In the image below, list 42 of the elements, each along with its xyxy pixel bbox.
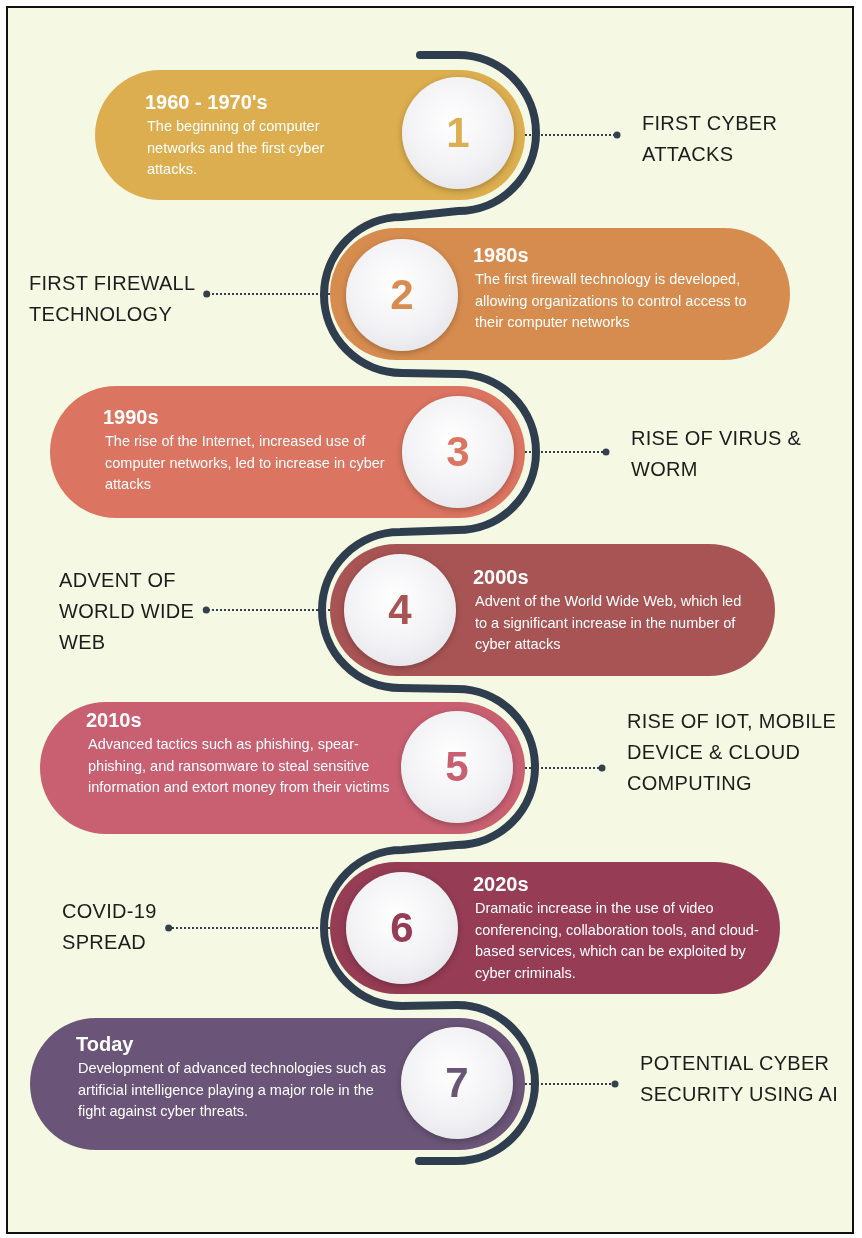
number-circle: 6	[346, 872, 458, 984]
year-heading: 2010s	[86, 708, 143, 732]
number-circle: 5	[401, 711, 513, 823]
timeline-band	[330, 862, 780, 994]
leader-line	[203, 290, 331, 298]
milestone-label: FIRST FIREWALL TECHNOLOGY	[29, 268, 239, 330]
description-text: Advanced tactics such as phishing, spear-phishing, and ransomware to steal sensitive information and extort money from their victims	[88, 735, 391, 797]
milestone-label: COVID-19 SPREAD	[62, 896, 212, 958]
year-heading: 2000s	[473, 565, 530, 589]
leader-line	[524, 131, 621, 139]
timeline-band	[40, 702, 525, 834]
number-circle: 7	[401, 1027, 513, 1139]
leader-line	[524, 1080, 619, 1088]
timeline-band	[330, 544, 775, 676]
number-circle: 1	[402, 77, 514, 189]
description-text: Development of advanced technologies such as artificial intelligence playing a major role in the fight against cyber threats.	[78, 1059, 387, 1121]
description-text: The rise of the Internet, increased use of computer networks, led to increase in cyber attacks	[105, 432, 386, 494]
milestone-label: FIRST CYBER ATTACKS	[642, 108, 832, 170]
milestone-label: RISE OF VIRUS & WORM	[631, 423, 831, 485]
milestone-label: ADVENT OF WORLD WIDE WEB	[59, 565, 219, 658]
number-circle: 4	[344, 554, 456, 666]
timeline-band	[330, 228, 790, 360]
year-heading: 2020s	[473, 872, 530, 896]
milestone-label: POTENTIAL CYBER SECURITY USING AI	[640, 1048, 840, 1110]
leader-line	[524, 448, 610, 456]
leader-line	[165, 924, 331, 932]
number-circle: 2	[346, 239, 458, 351]
description-text: The first firewall technology is developed, allowing organizations to control access to their computer networks	[475, 270, 748, 332]
year-heading: Today	[76, 1032, 135, 1056]
milestone-label: RISE OF IOT, MOBILE DEVICE & CLOUD COMPUTING	[627, 706, 852, 799]
year-heading: 1980s	[473, 243, 530, 267]
timeline-band	[95, 70, 525, 200]
timeline-band	[50, 386, 525, 518]
leader-line	[524, 764, 606, 772]
description-text: Dramatic increase in the use of video conferencing, collaboration tools, and cloud-based services, which can be exploited by cyber criminals.	[475, 899, 760, 983]
timeline-band	[30, 1018, 525, 1150]
description-text: The beginning of computer networks and the first cyber attacks.	[147, 117, 326, 179]
description-text: Advent of the World Wide Web, which led to a significant increase in the number of cyber attacks	[475, 592, 743, 654]
leader-line	[202, 606, 331, 614]
number-circle: 3	[402, 396, 514, 508]
year-heading: 1990s	[103, 405, 160, 429]
year-heading: 1960 - 1970's	[145, 90, 269, 114]
